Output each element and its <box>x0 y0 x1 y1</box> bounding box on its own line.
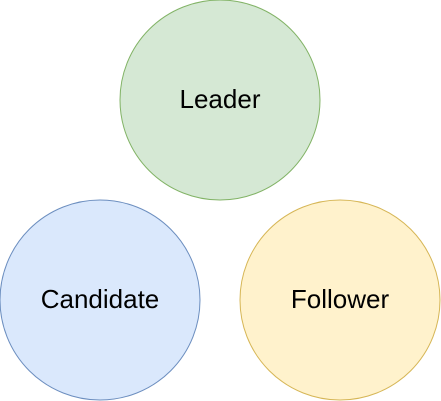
node-leader: Leader <box>119 0 321 201</box>
leader-label: Leader <box>180 84 261 114</box>
follower-circle <box>239 199 441 401</box>
node-follower: Follower <box>239 199 441 401</box>
leader-circle <box>119 0 321 201</box>
candidate-circle <box>0 199 201 401</box>
node-candidate: Candidate <box>0 199 201 401</box>
follower-label: Follower <box>291 284 390 314</box>
candidate-label: Candidate <box>41 284 160 314</box>
